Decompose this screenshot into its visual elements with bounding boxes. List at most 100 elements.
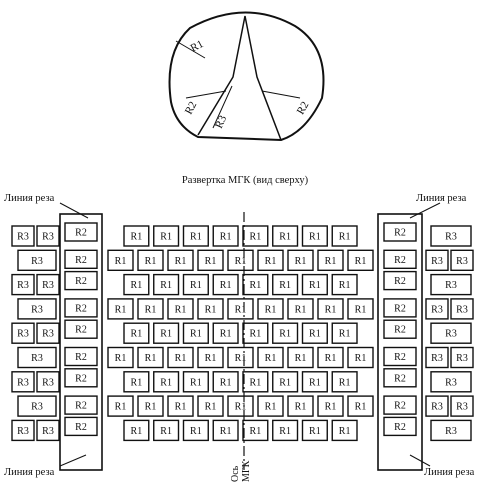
brick-r1-6-6-label: R1	[309, 377, 321, 388]
brick-r1-3-8-label: R1	[355, 304, 367, 315]
brick-r1-0-6: R1	[301, 225, 328, 247]
brick-r3-right-6-rect	[430, 371, 472, 393]
brick-r1-6-1-rect	[153, 371, 180, 393]
brick-r1-5-5-label: R1	[265, 353, 277, 364]
brick-r1-4-1: R1	[153, 322, 180, 344]
brick-r1-4-0-label: R1	[131, 329, 143, 340]
brick-r1-4-3-rect	[212, 322, 239, 344]
brick-r1-4-4: R1	[242, 322, 269, 344]
brick-r3-left-8-b-rect	[36, 419, 60, 442]
brick-r3-right-2-rect	[430, 273, 472, 296]
brick-r1-7-7-label: R1	[325, 402, 337, 413]
brick-r1-5-8: R1	[347, 346, 374, 369]
brick-r1-2-6-label: R1	[309, 280, 321, 291]
brick-r1-0-3-label: R1	[220, 232, 232, 243]
brick-r1-8-7-label: R1	[339, 426, 351, 437]
brick-r1-1-2: R1	[167, 249, 194, 272]
brick-r3-right-8-label: R3	[445, 426, 457, 437]
brick-r1-6-2-label: R1	[190, 377, 202, 388]
brick-r2-right-6-rect	[383, 368, 417, 388]
brick-r1-5-2: R1	[167, 346, 194, 369]
brick-r1-3-6: R1	[287, 298, 314, 320]
brick-r2-right-7-rect	[383, 395, 417, 415]
brick-r1-3-4-label: R1	[235, 304, 247, 315]
brick-r3-left-1-label: R3	[31, 256, 43, 267]
brick-r1-0-5: R1	[272, 225, 299, 247]
brick-r1-2-0: R1	[123, 273, 150, 296]
brick-r1-1-2-rect	[167, 249, 194, 272]
brick-r3-right-7-a: R3	[425, 395, 449, 417]
brick-r3-left-4-a-label: R3	[17, 329, 29, 340]
brick-r3-left-5: R3	[17, 346, 57, 369]
brick-r3-right-4: R3	[430, 322, 472, 344]
brick-r1-3-2: R1	[167, 298, 194, 320]
brick-r2-left-2-rect	[64, 270, 98, 291]
brick-r3-right-1-b-label: R3	[456, 256, 468, 267]
brick-r3-left-0-b-rect	[36, 225, 60, 247]
brick-r2-right-3: R2	[383, 298, 417, 318]
brick-r1-7-0-rect	[107, 395, 134, 417]
brick-r3-right-0-rect	[430, 225, 472, 247]
brick-r1-5-0: R1	[107, 346, 134, 369]
brick-r1-7-4-rect	[227, 395, 254, 417]
brick-r1-6-0-label: R1	[131, 377, 143, 388]
brick-r3-right-5-a: R3	[425, 346, 449, 369]
brick-r3-right-5-b-label: R3	[456, 353, 468, 364]
brick-r1-4-0-rect	[123, 322, 150, 344]
brick-r1-4-3: R1	[212, 322, 239, 344]
brick-r3-left-0-b-label: R3	[42, 232, 54, 243]
brick-r1-7-2: R1	[167, 395, 194, 417]
brick-r3-right-8: R3	[430, 419, 472, 442]
brick-r1-3-3-rect	[197, 298, 224, 320]
brick-r1-8-2-rect	[182, 419, 209, 442]
brick-r1-3-1: R1	[137, 298, 164, 320]
brick-r3-left-4-b-label: R3	[42, 329, 54, 340]
brick-r3-right-6: R3	[430, 371, 472, 393]
brick-r1-8-1: R1	[153, 419, 180, 442]
brick-r1-4-3-label: R1	[220, 329, 232, 340]
brick-r1-7-8-label: R1	[355, 402, 367, 413]
brick-r3-left-6-b-rect	[36, 371, 60, 393]
brick-r1-7-2-rect	[167, 395, 194, 417]
brick-r1-6-3-label: R1	[220, 377, 232, 388]
brick-r1-5-5-rect	[257, 346, 284, 369]
brick-r1-1-0: R1	[107, 249, 134, 272]
brick-r1-6-3-rect	[212, 371, 239, 393]
brick-r1-8-4-rect	[242, 419, 269, 442]
brick-r1-6-7-label: R1	[339, 377, 351, 388]
brick-r1-0-1: R1	[153, 225, 180, 247]
brick-r1-3-0-label: R1	[115, 304, 127, 315]
brick-r1-0-6-rect	[301, 225, 328, 247]
r2-label-right: R2	[295, 100, 312, 117]
brick-r1-6-6-rect	[301, 371, 328, 393]
brick-r3-right-1-a: R3	[425, 249, 449, 272]
brick-r2-left-8: R2	[64, 416, 98, 437]
brick-r1-8-4: R1	[242, 419, 269, 442]
top-view-outline	[168, 11, 325, 142]
brick-r1-8-0: R1	[123, 419, 150, 442]
brick-r3-left-2-a-label: R3	[17, 280, 29, 291]
brick-r1-3-4: R1	[227, 298, 254, 320]
brick-r1-6-5-rect	[272, 371, 299, 393]
brick-r1-7-1: R1	[137, 395, 164, 417]
brick-r1-3-2-label: R1	[175, 304, 187, 315]
brick-r1-3-0: R1	[107, 298, 134, 320]
brick-r3-left-8-a-rect	[11, 419, 35, 442]
brick-r2-right-1-rect	[383, 249, 417, 270]
brick-r1-3-8-rect	[347, 298, 374, 320]
brick-r3-right-7-b-rect	[450, 395, 474, 417]
brick-r3-right-2: R3	[430, 273, 472, 296]
r3-leader-line	[212, 85, 233, 129]
brick-r1-6-4: R1	[242, 371, 269, 393]
brick-r3-right-2-label: R3	[445, 280, 457, 291]
brick-r1-8-3: R1	[212, 419, 239, 442]
brick-r1-6-7: R1	[331, 371, 358, 393]
brick-r1-7-3-rect	[197, 395, 224, 417]
brick-r1-1-8: R1	[347, 249, 374, 272]
brick-r3-left-6-b: R3	[36, 371, 60, 393]
brick-r1-1-6-rect	[287, 249, 314, 272]
brick-r1-3-3: R1	[197, 298, 224, 320]
brick-r1-3-6-rect	[287, 298, 314, 320]
